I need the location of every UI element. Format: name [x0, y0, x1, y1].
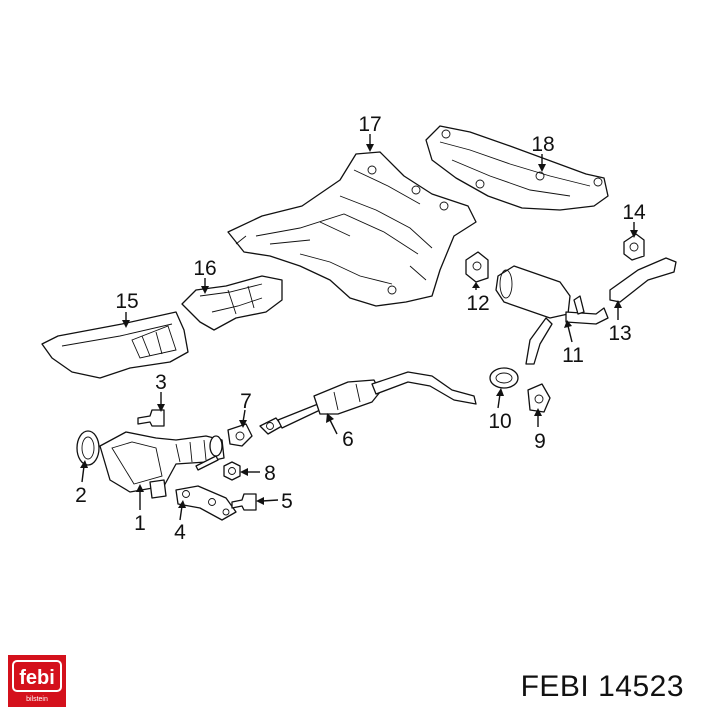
bolt-5 [231, 493, 257, 511]
catalytic-converter-1 [99, 431, 225, 499]
bolt-3 [137, 409, 165, 427]
callout-14: 14 [622, 201, 646, 224]
callout-labels: 1 2 3 4 5 6 7 8 9 10 11 12 13 14 15 16 1… [75, 113, 646, 544]
stud [195, 455, 219, 471]
febi-bilstein-logo: febi bilstein [8, 655, 66, 707]
callout-10: 10 [488, 410, 511, 433]
logo-sub: bilstein [26, 696, 48, 703]
bracket-4 [175, 485, 237, 521]
callout-1: 1 [134, 512, 146, 535]
callout-8: 8 [264, 462, 276, 485]
leader-lines [80, 134, 638, 521]
logo-word: febi [19, 667, 55, 689]
part-number-caption: FEBI 14523 [520, 670, 684, 703]
center-muffler-pipe-6 [259, 371, 477, 435]
callout-17: 17 [358, 113, 381, 136]
callout-16: 16 [193, 257, 216, 280]
tailpipe-13 [609, 257, 677, 303]
gasket-2 [76, 430, 100, 466]
clamp-10 [489, 367, 519, 389]
rubber-mount-9 [527, 383, 551, 413]
hanger-12 [465, 251, 489, 283]
callout-6: 6 [342, 428, 354, 451]
callout-18: 18 [531, 133, 554, 156]
rear-heat-shield-18 [425, 125, 609, 211]
callout-12: 12 [466, 292, 489, 315]
rear-muffler-11 [495, 265, 609, 365]
front-heat-shield-15 [41, 311, 189, 379]
callout-15: 15 [115, 290, 138, 313]
callout-13: 13 [608, 322, 631, 345]
callout-4: 4 [174, 521, 186, 544]
callout-3: 3 [155, 371, 167, 394]
callout-11: 11 [562, 344, 584, 367]
manifold-heat-shield-16 [181, 275, 283, 331]
flange-gasket-7 [227, 423, 253, 447]
nut-8 [223, 461, 241, 481]
callout-9: 9 [534, 430, 546, 453]
underbody-heat-shield-17 [227, 151, 477, 307]
callout-7: 7 [240, 390, 252, 413]
callout-5: 5 [281, 490, 293, 513]
callout-2: 2 [75, 484, 87, 507]
